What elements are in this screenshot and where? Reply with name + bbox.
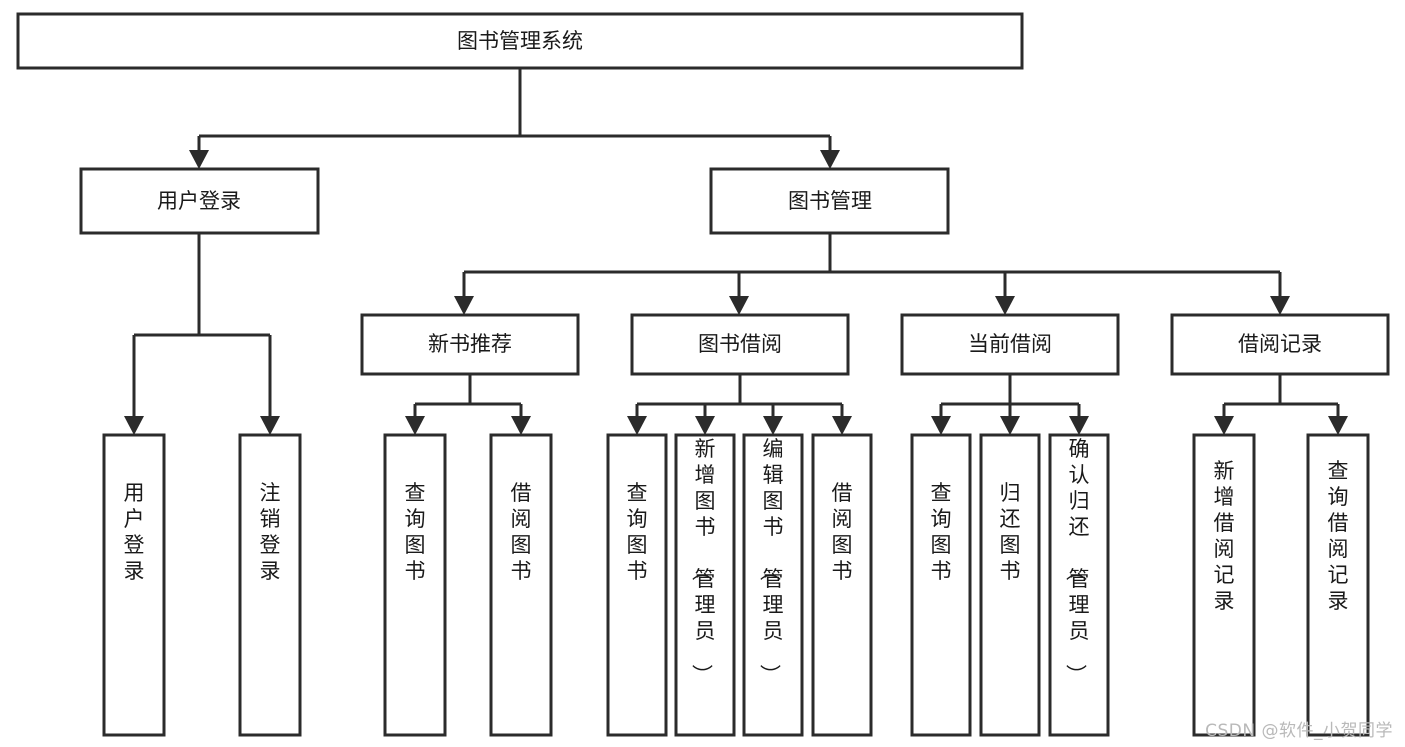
leaf-borrow-book-2-label: 借阅图书: [832, 481, 853, 583]
node-book-manage-label: 图书管理: [788, 189, 872, 213]
node-book-manage[interactable]: 图书管理: [709, 167, 950, 235]
leaf-confirm-return-box[interactable]: [1048, 433, 1110, 737]
node-user-login[interactable]: 用户登录: [79, 167, 320, 235]
leaf-borrow-book-2-box[interactable]: [811, 433, 873, 737]
arrow-head-new-book-recommend: [454, 296, 474, 315]
arrow-head-leaf-add-record: [1214, 416, 1234, 435]
leaf-query-record-box[interactable]: [1306, 433, 1370, 737]
leaf-user-logout[interactable]: 注销登录: [238, 433, 302, 737]
leaf-return-book-label: 归还图书: [1000, 481, 1021, 583]
leaf-query-book-3-box[interactable]: [910, 433, 972, 737]
leaf-add-book-box[interactable]: [674, 433, 736, 737]
leaf-confirm-return-label: 确认归还（管理员）: [1064, 437, 1090, 685]
leaf-query-book-2[interactable]: 查询图书: [606, 433, 668, 737]
leaf-query-book-1-label: 查询图书: [405, 481, 426, 583]
node-borrow-record[interactable]: 借阅记录: [1170, 313, 1390, 376]
arrow-head-borrow-record: [1270, 296, 1290, 315]
leaf-query-book-1-box[interactable]: [383, 433, 447, 737]
leaf-add-record-box[interactable]: [1192, 433, 1256, 737]
connector-layer: [124, 68, 1348, 435]
leaf-query-book-2-box[interactable]: [606, 433, 668, 737]
leaf-return-book[interactable]: 归还图书: [979, 433, 1041, 737]
leaf-add-record[interactable]: 新增借阅记录: [1192, 433, 1256, 737]
node-new-book-recommend-box[interactable]: [360, 313, 580, 376]
leaf-edit-book-label: 编辑图书（管理员）: [758, 437, 784, 685]
arrow-head-leaf-query-book-1: [405, 416, 425, 435]
node-current-borrow-label: 当前借阅: [968, 332, 1052, 356]
leaf-query-book-3[interactable]: 查询图书: [910, 433, 972, 737]
arrow-head-leaf-add-book: [695, 416, 715, 435]
arrow-head-leaf-query-book-2: [627, 416, 647, 435]
watermark-csdn: CSDN @软件_小贺同学: [1205, 721, 1393, 741]
leaf-user-logout-box[interactable]: [238, 433, 302, 737]
node-book-borrow-label: 图书借阅: [698, 332, 782, 356]
leaf-confirm-return[interactable]: 确认归还（管理员）: [1048, 433, 1110, 737]
arrow-head-current-borrow: [995, 296, 1015, 315]
arrow-head-leaf-borrow-book-1: [511, 416, 531, 435]
node-root-box[interactable]: [16, 12, 1024, 70]
arrow-head-leaf-edit-book: [763, 416, 783, 435]
leaf-user-login-box[interactable]: [102, 433, 166, 737]
leaf-user-logout-label: 注销登录: [260, 481, 281, 583]
node-current-borrow[interactable]: 当前借阅: [900, 313, 1120, 376]
leaf-query-record-label: 查询借阅记录: [1328, 459, 1349, 613]
node-borrow-record-label: 借阅记录: [1238, 332, 1322, 356]
leaf-query-book-1[interactable]: 查询图书: [383, 433, 447, 737]
leaf-add-record-label: 新增借阅记录: [1214, 459, 1235, 613]
leaf-borrow-book-2[interactable]: 借阅图书: [811, 433, 873, 737]
leaf-edit-book[interactable]: 编辑图书（管理员）: [742, 433, 804, 737]
leaf-borrow-book-1-box[interactable]: [489, 433, 553, 737]
node-current-borrow-box[interactable]: [900, 313, 1120, 376]
node-book-manage-box[interactable]: [709, 167, 950, 235]
leaf-user-login[interactable]: 用户登录: [102, 433, 166, 737]
node-book-borrow[interactable]: 图书借阅: [630, 313, 850, 376]
leaf-query-book-2-label: 查询图书: [627, 481, 648, 583]
node-new-book-recommend[interactable]: 新书推荐: [360, 313, 580, 376]
arrow-head-book-borrow: [729, 296, 749, 315]
leaf-borrow-book-1-label: 借阅图书: [511, 481, 532, 583]
arrow-head-leaf-user-logout: [260, 416, 280, 435]
arrow-head-leaf-query-record: [1328, 416, 1348, 435]
arrow-head-leaf-user-login: [124, 416, 144, 435]
arrow-head-user-login: [189, 150, 209, 169]
node-borrow-record-box[interactable]: [1170, 313, 1390, 376]
arrow-head-leaf-borrow-book-2: [832, 416, 852, 435]
leaf-query-book-3-label: 查询图书: [931, 481, 952, 583]
leaf-add-book[interactable]: 新增图书（管理员）: [674, 433, 736, 737]
leaf-user-login-label: 用户登录: [124, 481, 145, 583]
arrow-head-leaf-confirm-return: [1069, 416, 1089, 435]
leaf-borrow-book-1[interactable]: 借阅图书: [489, 433, 553, 737]
node-new-book-recommend-label: 新书推荐: [428, 332, 512, 356]
arrow-head-book-manage: [820, 150, 840, 169]
arrow-head-leaf-query-book-3: [931, 416, 951, 435]
node-root-label: 图书管理系统: [457, 29, 583, 53]
leaf-edit-book-box[interactable]: [742, 433, 804, 737]
node-root[interactable]: 图书管理系统: [16, 12, 1024, 70]
node-book-borrow-box[interactable]: [630, 313, 850, 376]
node-user-login-box[interactable]: [79, 167, 320, 235]
node-user-login-label: 用户登录: [157, 189, 241, 213]
arrow-head-leaf-return-book: [1000, 416, 1020, 435]
leaf-add-book-label: 新增图书（管理员）: [690, 437, 716, 685]
leaf-query-record[interactable]: 查询借阅记录: [1306, 433, 1370, 737]
leaf-return-book-box[interactable]: [979, 433, 1041, 737]
